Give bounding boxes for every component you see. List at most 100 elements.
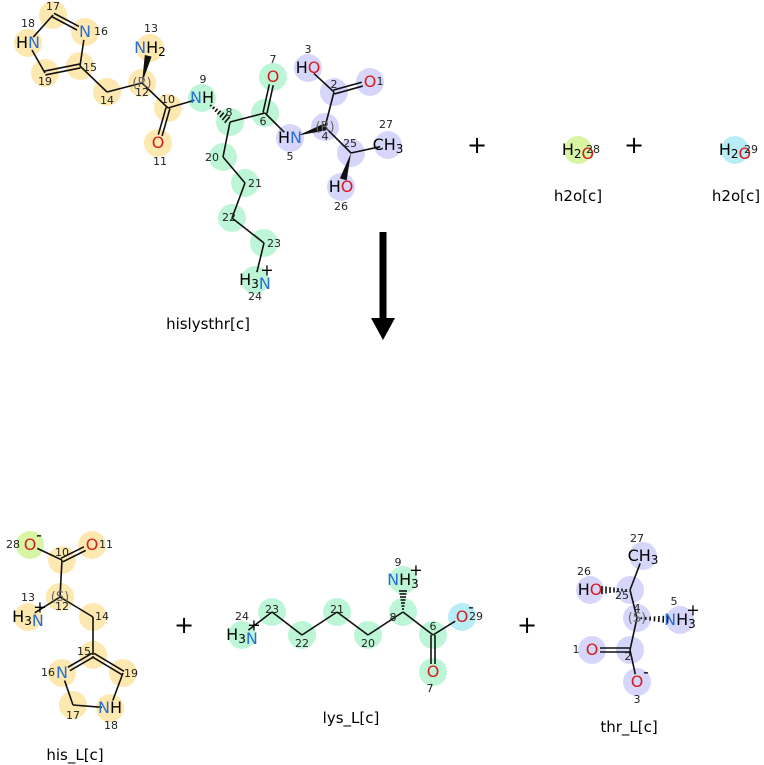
atom-label: N <box>56 663 68 682</box>
molecule-name-lys: lys_L[c] <box>323 709 380 728</box>
atom-22: 22 <box>222 211 236 224</box>
atom-index: 1 <box>573 643 580 656</box>
molecule-name-h2o: h2o[c] <box>554 187 602 205</box>
atom-highlight <box>188 84 216 112</box>
single-bond <box>106 82 143 93</box>
single-bond <box>629 617 638 651</box>
atom-index: 19 <box>38 75 52 88</box>
atom-12: (S)12 <box>51 590 69 614</box>
single-bond <box>79 39 85 67</box>
atom-6: 6 <box>260 115 267 128</box>
atom-index: 11 <box>153 155 167 168</box>
atom-index: 10 <box>161 93 175 106</box>
atom-index: 4 <box>322 130 329 143</box>
atom-index: 10 <box>55 546 69 559</box>
atom-23: 23 <box>267 237 281 250</box>
atom-highlight <box>629 542 657 570</box>
atom-index: 23 <box>265 603 279 616</box>
atom-highlight <box>144 129 172 157</box>
atom-5: HN5 <box>278 128 302 164</box>
single-bond <box>336 611 369 636</box>
atom-highlight <box>78 531 106 559</box>
atom-index: 25 <box>615 589 629 602</box>
double-bond <box>262 84 271 113</box>
atom-index: 28 <box>586 143 600 156</box>
atom-index: 15 <box>83 61 97 74</box>
single-bond <box>247 611 273 631</box>
double-bond <box>333 81 362 91</box>
atom-label: O <box>267 67 280 86</box>
atom-highlight <box>578 636 606 664</box>
single-bond <box>79 65 108 93</box>
atom-index: 7 <box>270 53 277 66</box>
atom-label: O <box>456 607 469 626</box>
single-bond <box>229 112 266 123</box>
single-bond <box>367 611 404 636</box>
single-bond <box>63 680 74 706</box>
single-bond <box>222 121 231 158</box>
atom-index: 21 <box>330 603 344 616</box>
atom-label: NH3 <box>664 610 696 631</box>
atom-label: (S) <box>51 590 69 605</box>
atom-19: 19 <box>124 667 138 680</box>
atom-index: 11 <box>99 538 113 551</box>
atom-4: (S)4 <box>628 602 646 626</box>
atom-16: N16 <box>41 663 68 682</box>
double-bond <box>67 652 93 668</box>
atom-index: 3 <box>305 43 312 56</box>
atom-index: 1 <box>377 75 384 88</box>
atom-index: 22 <box>295 637 309 650</box>
atom-label: CH3 <box>373 135 404 156</box>
atom-24: H3N+24 <box>239 261 274 304</box>
atom-15: 15 <box>83 61 97 74</box>
molecule-name-h2o: h2o[c] <box>712 187 760 205</box>
atom-label: (R) <box>315 120 334 135</box>
atom-highlight <box>356 68 384 96</box>
double-bond <box>93 652 125 672</box>
atom-label: NH2 <box>134 38 166 59</box>
atom-index: 27 <box>379 118 393 131</box>
atom-9: NH3+9 <box>387 556 423 591</box>
atom-label: (S) <box>628 611 646 626</box>
atom-20: 20 <box>361 637 375 650</box>
double-bond <box>91 656 123 676</box>
atom-2: 2 <box>625 650 632 663</box>
single-bond <box>301 611 338 636</box>
single-bond <box>629 563 641 591</box>
atom-index: 24 <box>248 290 262 303</box>
atom-label: HN <box>16 33 40 52</box>
atom-index: 28 <box>6 538 20 551</box>
plus-sign: + <box>517 611 537 639</box>
atom-highlight <box>564 136 592 164</box>
atom-highlight <box>259 63 287 91</box>
atom-12: (R)12 <box>132 76 151 100</box>
atom-label: NH <box>190 88 214 107</box>
single-bond <box>59 559 63 598</box>
charge-label: - <box>36 526 42 545</box>
atom-13: H3N+13 <box>12 591 47 630</box>
charge-label: - <box>643 663 649 682</box>
hash-bond <box>216 110 222 116</box>
atom-index: 2 <box>331 78 338 91</box>
atom-index: 18 <box>104 719 118 732</box>
atom-14: 14 <box>95 610 109 623</box>
single-bond <box>629 589 638 619</box>
atom-label: N <box>79 22 91 41</box>
atom-index: 29 <box>469 610 483 623</box>
double-bond <box>69 656 95 672</box>
single-bond <box>350 145 381 154</box>
single-bond <box>32 14 54 38</box>
atom-2: 2 <box>331 78 338 91</box>
atom-28: O-28 <box>6 526 42 554</box>
charge-label: + <box>409 561 422 580</box>
atom-label: CH3 <box>628 546 659 567</box>
atom-index: 16 <box>41 666 55 679</box>
atom-index: 3 <box>634 693 641 706</box>
